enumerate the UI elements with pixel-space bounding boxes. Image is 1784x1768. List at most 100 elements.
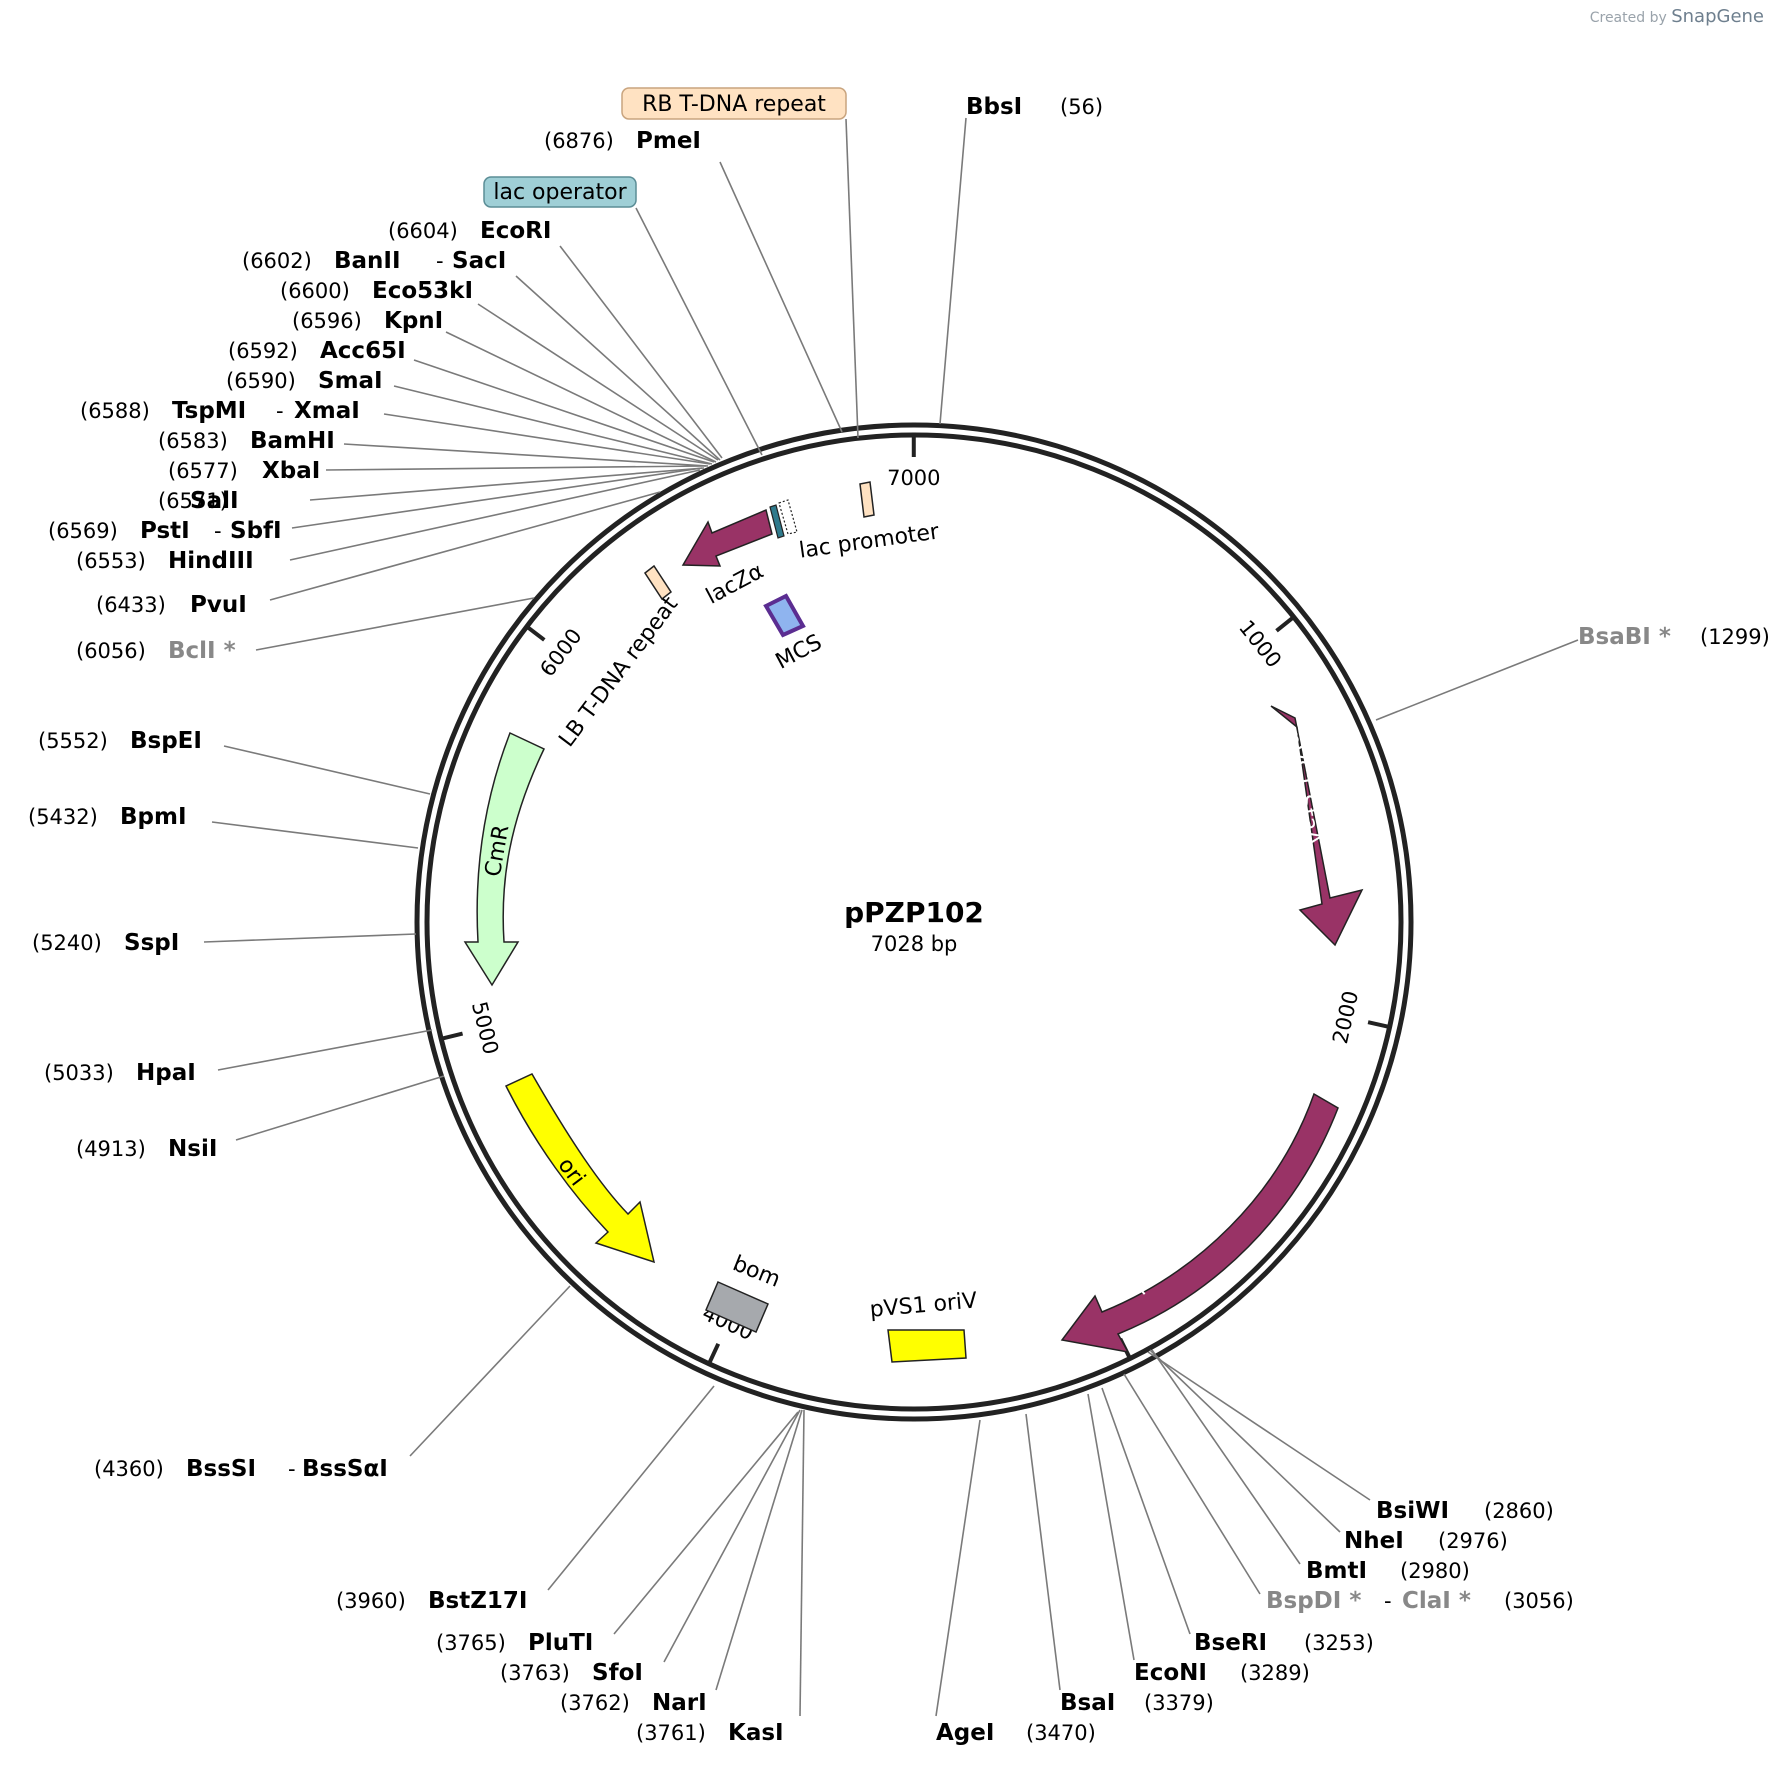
label-bom: bom [729, 1251, 784, 1292]
site-name: BbsI [966, 94, 1022, 120]
site-position: (6600) [280, 279, 350, 303]
site-position: (6056) [76, 639, 146, 663]
site-hindiii: (6553) HindIII [76, 469, 701, 574]
site-leader [559, 245, 723, 459]
site-kasi: (3761)KasI [636, 1409, 805, 1746]
site-name: KasI [728, 1720, 784, 1746]
tick-label-5000: 5000 [467, 999, 503, 1057]
site-name: HpaI [136, 1060, 196, 1086]
site-banii: (6602)BanII-SacI [242, 248, 721, 461]
site-leader [223, 745, 431, 795]
site-name: TspMI [172, 398, 246, 424]
site-pluti: (3765)PluTI [436, 1411, 799, 1656]
site-leader [613, 1411, 799, 1635]
site-name: PvuI [190, 592, 247, 618]
plasmid-length: 7028 bp [871, 932, 958, 956]
site-position: (5432) [28, 805, 98, 829]
site-name: BssSI [186, 1456, 256, 1482]
site-bspei: (5552) BspEI [38, 728, 431, 795]
site-leader [217, 1029, 433, 1071]
site-position: (6876) [544, 129, 614, 153]
site-position: (2980) [1400, 1559, 1470, 1583]
site-name: BamHI [250, 428, 335, 454]
site-name: EcoRI [480, 218, 551, 244]
site-separator: - [276, 399, 284, 423]
site-name: KpnI [384, 308, 443, 334]
feature-lac-promoter [778, 499, 798, 535]
site-name: BsaBI * [1578, 624, 1671, 650]
site-name: BpmI [120, 804, 187, 830]
site-name: BspEI [130, 728, 202, 754]
tick-2000 [1367, 1020, 1389, 1029]
site-leader [325, 465, 707, 471]
site-bpmi: (5432) BpmI [28, 804, 419, 849]
site-position: (4360) [94, 1457, 164, 1481]
feature-mcs [763, 593, 806, 638]
site-name: PstI [140, 518, 190, 544]
site-position: (6596) [292, 309, 362, 333]
feature-bom [705, 1281, 769, 1333]
feature-rb-tdna-repeat [859, 481, 875, 518]
pill-rb-label: RB T-DNA repeat [642, 92, 826, 117]
credit-prefix: Created by [1589, 10, 1667, 26]
snapgene-credit: Created by SnapGene [1590, 6, 1764, 27]
site-pmei: (6876)PmeI [544, 128, 843, 433]
site-leader [1151, 1349, 1301, 1565]
site-bspdi: BspDI *-ClaI *(3056) [1123, 1373, 1574, 1614]
feature-pvs1-repa [1060, 1092, 1339, 1354]
label-mcs: MCS [772, 630, 826, 675]
site-name-2: XmaI [294, 398, 360, 424]
site-position: (6602) [242, 249, 312, 273]
site-leader [409, 1285, 571, 1457]
site-position: (6571) [158, 489, 228, 513]
site-name: Acc65I [320, 338, 406, 364]
site-leader [1123, 1373, 1261, 1595]
site-bsiwi: BsiWI(2860) [1147, 1351, 1554, 1524]
site-bbsi: BbsI(56) [939, 94, 1103, 425]
site-leader [255, 597, 535, 651]
site-name: SalI [190, 488, 239, 514]
site-position: (6604) [388, 219, 458, 243]
tick-4000 [708, 1342, 721, 1363]
site-name: PluTI [528, 1630, 593, 1656]
site-leader [1087, 1393, 1135, 1661]
restriction-sites: BbsI(56)BsaBI *(1299)BsiWI(2860)NheI(297… [28, 94, 1770, 1746]
site-name: BmtI [1306, 1558, 1367, 1584]
site-position: (3763) [500, 1661, 570, 1685]
site-separator: - [1384, 1589, 1392, 1613]
site-bseri: BseRI(3253) [1101, 1387, 1374, 1656]
tick-label-6000: 6000 [535, 624, 587, 681]
site-leader [515, 275, 721, 461]
site-bsssi: (4360)BssSI-BssSαI [94, 1285, 571, 1482]
tick-5000 [442, 1031, 464, 1041]
site-name: BseRI [1194, 1630, 1267, 1656]
site-eco53ki: (6600)Eco53kI [280, 278, 719, 461]
site-position: (6577) [168, 459, 238, 483]
site-position: (5552) [38, 729, 108, 753]
site-psti: (6569)PstI-SbfI [48, 467, 703, 544]
site-leader [343, 443, 709, 467]
site-leader [413, 359, 715, 463]
site-nhei: NheI(2976) [1149, 1349, 1508, 1554]
site-position: (6553) [76, 549, 146, 573]
site-position: (6592) [228, 339, 298, 363]
site-position: (4913) [76, 1137, 146, 1161]
site-name: SspI [124, 930, 179, 956]
site-bmti: BmtI (2980) [1151, 1349, 1470, 1584]
site-nari: (3762)NarI [560, 1409, 803, 1716]
backbone [414, 422, 1414, 1422]
label-pvs1-staa: pVS1 StaA [1279, 730, 1326, 848]
site-name: HindIII [168, 548, 254, 574]
plasmid-name: pPZP102 [844, 896, 984, 929]
tick-label-1000: 1000 [1234, 616, 1286, 673]
tick-label-2000: 2000 [1328, 989, 1363, 1046]
site-name: NsiI [168, 1136, 217, 1162]
site-leader [269, 491, 661, 601]
site-name: BsiWI [1376, 1498, 1449, 1524]
site-bcli: (6056)BclI * [76, 597, 535, 664]
site-leader [203, 933, 417, 943]
site-leader [935, 1419, 981, 1717]
site-position: (2976) [1438, 1529, 1508, 1553]
site-sspi: (5240)SspI [32, 930, 417, 956]
